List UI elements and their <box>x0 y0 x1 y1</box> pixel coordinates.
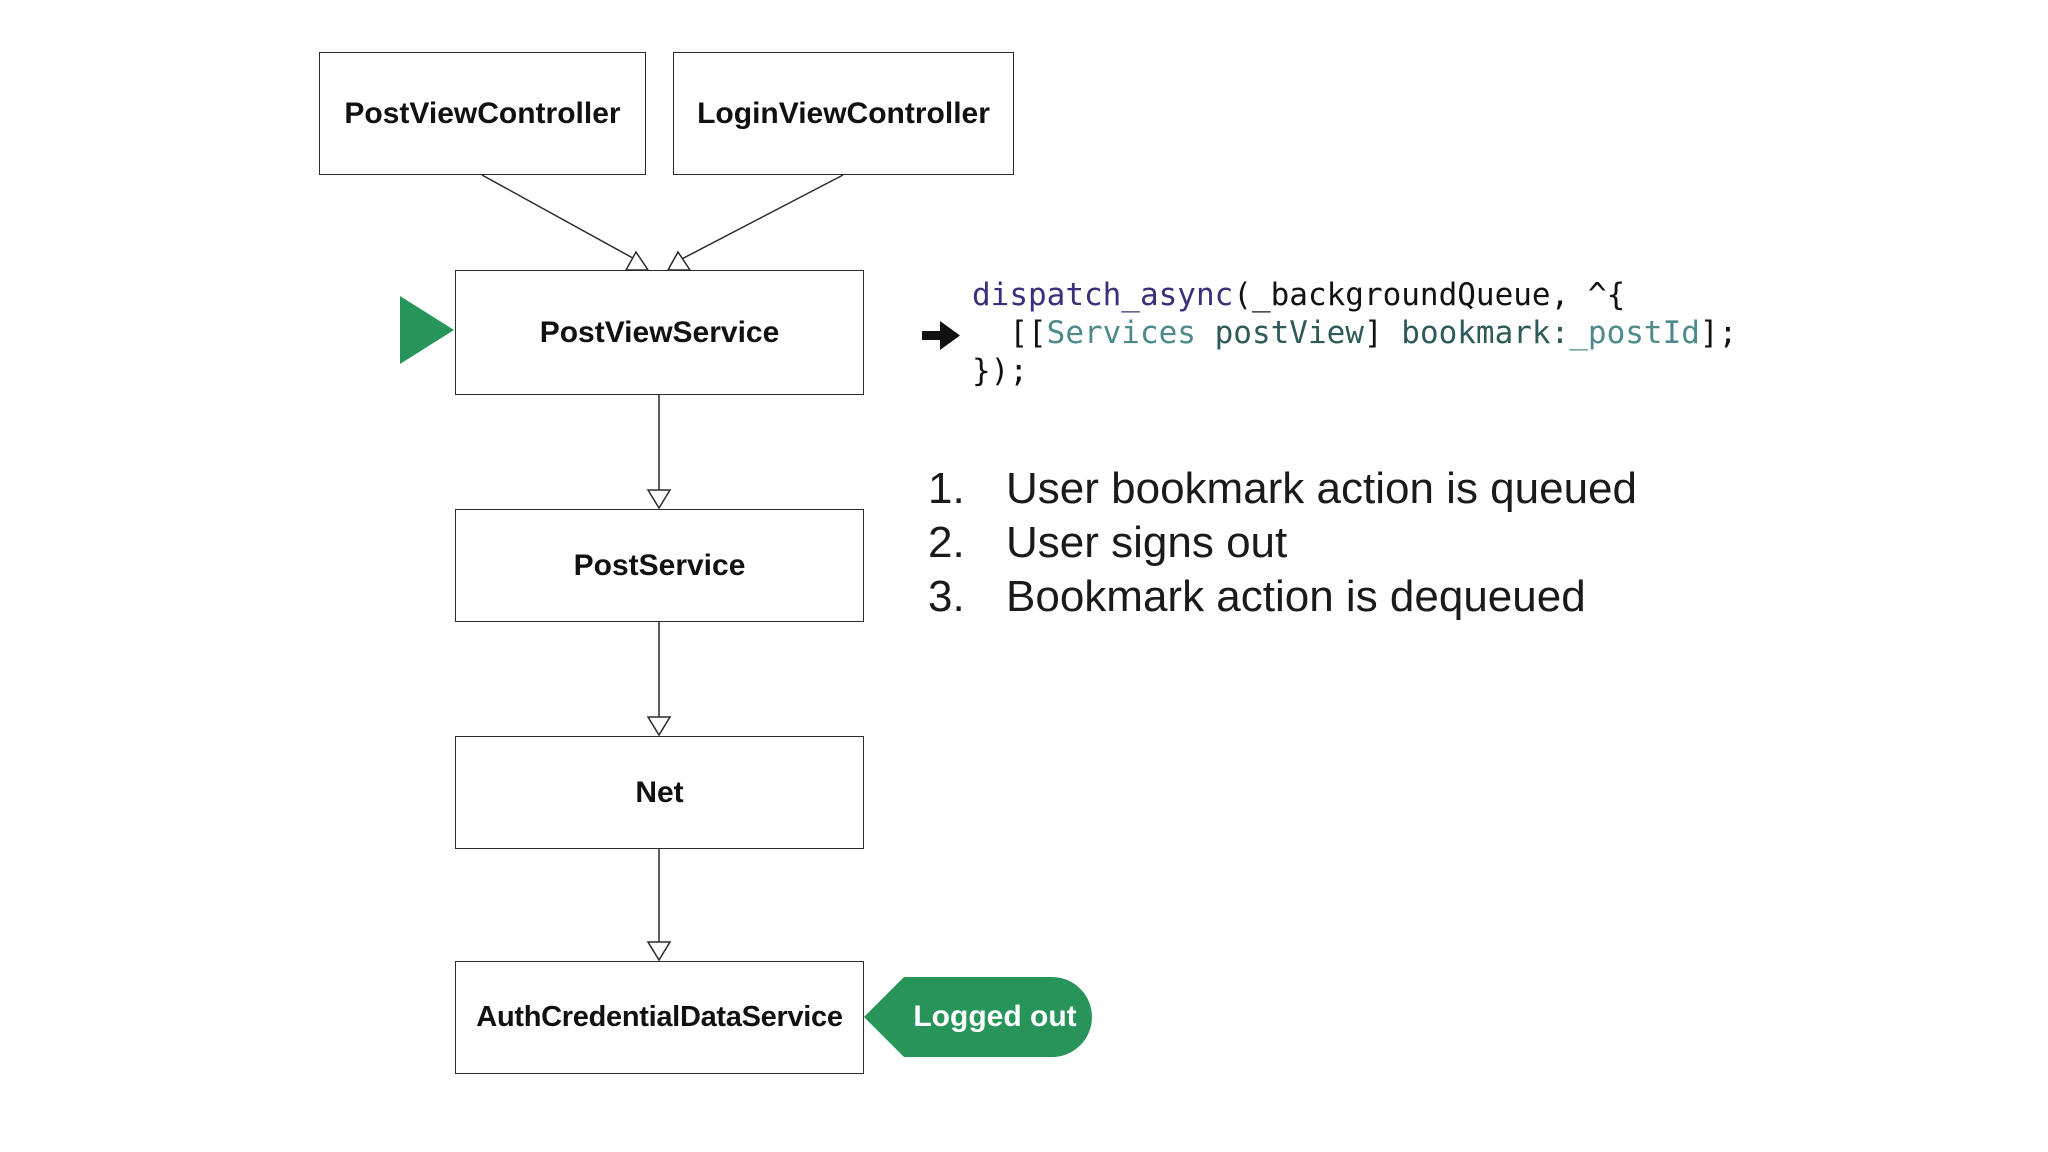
code-line2-mid: ] <box>1363 315 1402 351</box>
node-auth-credential-data-service: AuthCredentialDataService <box>455 961 864 1074</box>
code-fn: dispatch_async <box>972 277 1234 313</box>
edge-pvs-to-ps-arrowhead <box>646 489 672 510</box>
list-item: 2. User signs out <box>928 516 1637 570</box>
step-number: 1. <box>928 464 965 513</box>
step-number: 3. <box>928 572 965 621</box>
code-selector: bookmark: <box>1401 315 1570 351</box>
node-login-view-controller: LoginViewController <box>673 52 1014 175</box>
logged-out-tag-shape <box>864 977 1092 1057</box>
code-method: postView <box>1214 315 1364 351</box>
logged-out-badge: Logged out <box>913 1000 1077 1033</box>
step-text: User signs out <box>1006 518 1288 567</box>
code-space <box>1196 315 1215 351</box>
node-post-view-controller: PostViewController <box>319 52 646 175</box>
code-line2-close: ]; <box>1699 315 1738 351</box>
list-item: 3. Bookmark action is dequeued <box>928 570 1637 624</box>
code-var: _postId <box>1569 315 1700 351</box>
list-item: 1. User bookmark action is queued <box>928 462 1637 516</box>
edge-lvc-to-pvs <box>675 174 844 263</box>
code-line3: }); <box>972 353 1028 389</box>
step-text: Bookmark action is dequeued <box>1006 572 1586 621</box>
code-class: Services <box>1046 315 1196 351</box>
code-line1-rest: (_backgroundQueue, ^{ <box>1233 277 1626 313</box>
node-post-view-service: PostViewService <box>455 270 864 395</box>
node-post-service: PostService <box>455 509 864 622</box>
step-number: 2. <box>928 518 965 567</box>
edge-ps-to-net-arrowhead <box>646 716 672 737</box>
arrow-right-icon <box>922 321 960 350</box>
code-line2-open: [[ <box>972 315 1047 351</box>
triangle-right-icon <box>400 296 454 364</box>
edge-net-to-acds-arrowhead <box>646 941 672 962</box>
edge-pvc-to-pvs <box>481 174 641 263</box>
edge-lvc-to-pvs-arrowhead <box>666 250 692 271</box>
node-net: Net <box>455 736 864 849</box>
step-text: User bookmark action is queued <box>1006 464 1637 513</box>
steps-list: 1. User bookmark action is queued 2. Use… <box>928 462 1637 624</box>
code-snippet: dispatch_async(_backgroundQueue, ^{ [[Se… <box>972 276 1737 390</box>
edge-pvc-to-pvs-arrowhead <box>624 250 650 271</box>
